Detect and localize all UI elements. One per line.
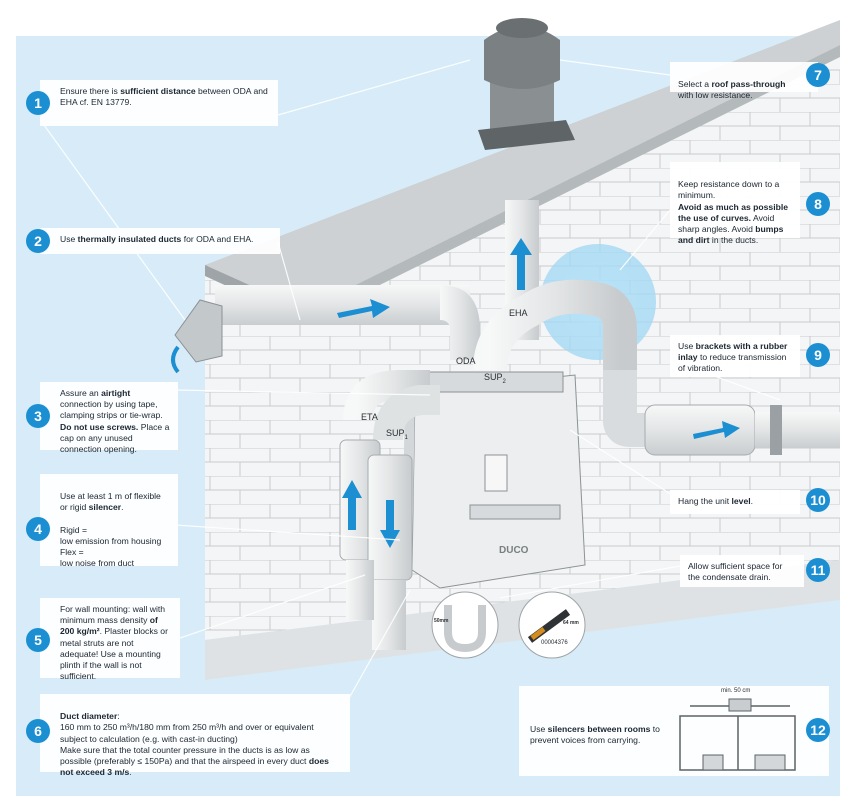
badge-1: 1 bbox=[26, 91, 50, 115]
callout-6: Duct diameter: 160 mm to 250 m³/h/180 mm… bbox=[40, 694, 350, 777]
leader-lines bbox=[43, 59, 781, 701]
badge-4: 4 bbox=[26, 517, 50, 541]
roof bbox=[205, 20, 840, 310]
callout-1-text: Ensure there is sufficient distance betw… bbox=[60, 86, 268, 108]
badge-2: 2 bbox=[26, 229, 50, 253]
right-silencer bbox=[644, 404, 840, 456]
label-sup1: SUP1 bbox=[386, 428, 408, 441]
roof-edge-long bbox=[305, 45, 840, 322]
label-eha: EHA bbox=[509, 308, 528, 318]
callout-9: Use brackets with a rubber inlay to redu… bbox=[670, 335, 800, 377]
callout-1: Ensure there is sufficient distance betw… bbox=[40, 80, 278, 126]
badge-10: 10 bbox=[806, 488, 830, 512]
callout-3: Assure an airtight connection by using t… bbox=[40, 382, 178, 454]
badge-3: 3 bbox=[26, 404, 50, 428]
callout-5: For wall mounting: wall with minimum mas… bbox=[40, 598, 180, 681]
badge-11: 11 bbox=[806, 558, 830, 582]
brand-logo: DUCO bbox=[499, 545, 529, 556]
callout-2: Use thermally insulated ducts for ODA an… bbox=[40, 228, 280, 254]
badge-8: 8 bbox=[806, 192, 830, 216]
badge-6: 6 bbox=[26, 719, 50, 743]
condensate-detail bbox=[431, 591, 586, 659]
callout-12: Use silencers between rooms to prevent v… bbox=[530, 724, 660, 746]
callout-8: Keep resistance down to a minimum. Avoid… bbox=[670, 162, 800, 245]
trap-size-1: 50mm bbox=[434, 618, 449, 624]
part-number: 00004376 bbox=[541, 640, 568, 646]
trap-size-2: 64 mm bbox=[563, 620, 579, 626]
badge-7: 7 bbox=[806, 63, 830, 87]
label-eta: ETA bbox=[361, 412, 378, 422]
room-section-diagram bbox=[519, 686, 829, 776]
oda-duct-horizontal bbox=[215, 285, 470, 325]
badge-9: 9 bbox=[806, 343, 830, 367]
badge-12: 12 bbox=[806, 718, 830, 742]
callout-7: Select a roof pass-through with low resi… bbox=[670, 62, 818, 100]
badge-5: 5 bbox=[26, 628, 50, 652]
callout-4: Use at least 1 m of flexible or rigid si… bbox=[40, 474, 178, 568]
sup2-duct bbox=[473, 279, 637, 380]
callout-11: Allow sufficient space for the condensat… bbox=[680, 555, 804, 587]
label-oda: ODA bbox=[456, 356, 476, 366]
roof-vent bbox=[478, 18, 575, 150]
wall-hood bbox=[174, 299, 223, 363]
flow-arrows bbox=[337, 238, 740, 548]
callout-10: Hang the unit level. bbox=[670, 490, 800, 514]
min-distance-label: min. 50 cm bbox=[721, 688, 751, 694]
label-sup2: SUP2 bbox=[484, 372, 506, 385]
ventilation-unit-body bbox=[402, 371, 586, 589]
